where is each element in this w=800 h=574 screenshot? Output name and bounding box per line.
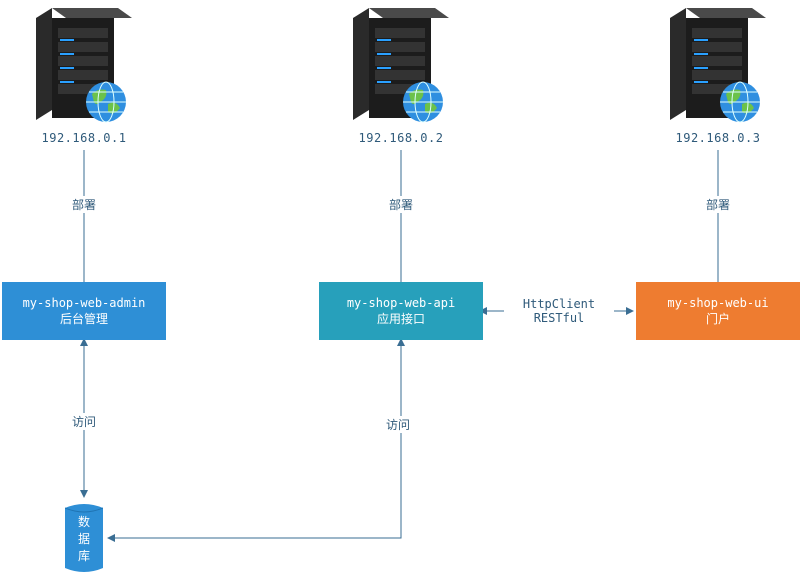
- deploy-label-3: 部署: [678, 196, 758, 213]
- deploy-label-1: 部署: [44, 196, 124, 213]
- edge-label-restful: RESTful: [533, 311, 585, 325]
- access-label-api: 访问: [358, 416, 438, 433]
- database-node: 数 据 库: [65, 502, 103, 574]
- globe-icon: [86, 81, 126, 123]
- edge-label-api-ui: HttpClient RESTful: [504, 297, 614, 325]
- globe-icon: [720, 81, 760, 123]
- service-desc-admin: 后台管理: [59, 312, 108, 326]
- service-name-admin: my-shop-web-admin: [22, 296, 146, 310]
- deploy-label-2: 部署: [361, 196, 441, 213]
- service-box-admin: my-shop-web-admin 后台管理: [2, 282, 166, 340]
- database-char-2: 据: [77, 532, 90, 546]
- server-node-3: [670, 4, 766, 123]
- database-char-1: 数: [77, 515, 90, 529]
- globe-icon: [403, 81, 443, 123]
- service-name-ui: my-shop-web-ui: [667, 296, 769, 310]
- database-char-3: 库: [77, 549, 90, 563]
- server-node-2: [353, 4, 449, 123]
- service-desc-api: 应用接口: [376, 312, 425, 326]
- server-ip-2: 192.168.0.2: [358, 131, 444, 145]
- api-db-connector: [107, 338, 405, 542]
- access-label-admin: 访问: [44, 413, 124, 430]
- edge-label-httpclient: HttpClient: [522, 297, 596, 311]
- service-name-api: my-shop-web-api: [346, 296, 456, 310]
- server-ip-3: 192.168.0.3: [675, 131, 761, 145]
- service-box-api: my-shop-web-api 应用接口: [319, 282, 483, 340]
- server-icon: [36, 8, 132, 120]
- service-box-ui: my-shop-web-ui 门户: [636, 282, 800, 340]
- server-node-1: [36, 4, 132, 123]
- database-icon: [65, 504, 103, 572]
- service-desc-ui: 门户: [705, 312, 730, 326]
- server-ip-1: 192.168.0.1: [41, 131, 127, 145]
